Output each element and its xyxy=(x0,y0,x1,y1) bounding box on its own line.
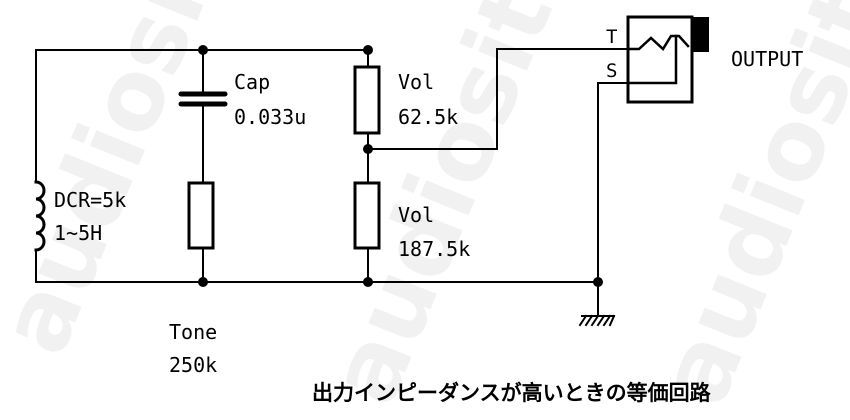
inductor-coil-symbol xyxy=(34,180,46,252)
vol-bottom-resistor xyxy=(353,181,381,250)
jack-plug-block xyxy=(692,17,709,52)
jack-tip-label: T xyxy=(606,26,617,48)
ground-symbol xyxy=(578,314,616,327)
vol-bottom-value-label: 187.5k xyxy=(398,237,470,261)
junction-wiper xyxy=(363,144,373,154)
vol-top-value-label: 62.5k xyxy=(398,105,458,129)
pickup-dcr-label: DCR=5k xyxy=(54,188,126,212)
pickup-inductor xyxy=(34,180,46,252)
jack-body xyxy=(626,15,694,104)
diagram-caption: 出力インピーダンスが高いときの等価回路 xyxy=(312,381,712,405)
wires xyxy=(35,48,629,317)
ground-hatch xyxy=(578,314,616,327)
jack-tip-contact xyxy=(626,34,690,51)
output-jack xyxy=(626,15,709,104)
pickup-inductance-label: 1~5H xyxy=(54,221,102,245)
vol-top-name-label: Vol xyxy=(398,70,434,94)
wiper-to-tip-wire xyxy=(367,48,629,150)
watermark-left: audiosite.jp xyxy=(0,0,321,369)
jack-sleeve-contact xyxy=(626,34,678,85)
junction-top-vol xyxy=(363,45,373,55)
junction-bottom-ground xyxy=(593,277,603,287)
junction-bottom-vol xyxy=(363,277,373,287)
vol-bottom-name-label: Vol xyxy=(398,203,434,227)
junction-bottom-tone xyxy=(198,277,208,287)
tone-value-label: 250k xyxy=(169,353,217,377)
cap-name-label: Cap xyxy=(234,70,270,94)
junction-top-cap xyxy=(198,45,208,55)
tone-resistor xyxy=(187,181,215,250)
cap-value-label: 0.033u xyxy=(234,105,306,129)
vol-top-resistor xyxy=(353,65,381,135)
labels: DCR=5k 1~5H Cap 0.033u Tone 250k Vol 62.… xyxy=(54,26,803,405)
tone-capacitor xyxy=(178,91,228,107)
sleeve-to-ground-wire xyxy=(597,82,629,317)
output-label: OUTPUT xyxy=(731,47,803,71)
tone-name-label: Tone xyxy=(169,320,217,344)
jack-sleeve-label: S xyxy=(606,60,617,82)
junction-dots xyxy=(198,45,603,287)
